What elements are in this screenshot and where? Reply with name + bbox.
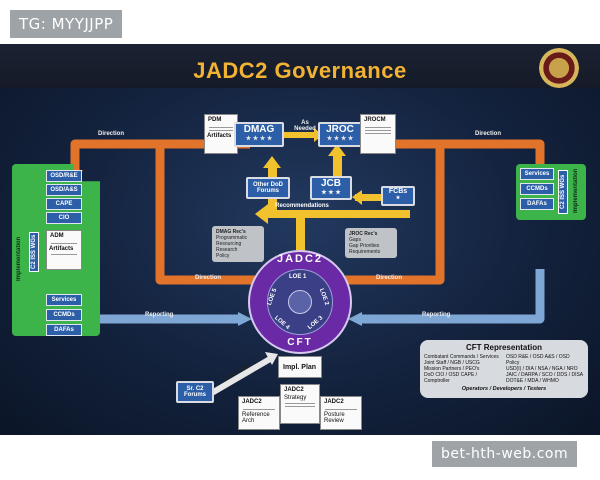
- cft-left-item: Mission Partners / PEO's: [424, 366, 480, 372]
- direction-arrow-right-bottom: [345, 144, 445, 285]
- direction-label-right-bottom: Direction: [376, 275, 403, 281]
- jrocm-document: JROCM: [360, 114, 396, 154]
- jroc-label: JROC: [326, 124, 354, 135]
- reporting-arrow-right: [360, 269, 545, 324]
- circle-top-label: JADC2: [276, 253, 324, 265]
- jroc-box[interactable]: JROC ★ ★ ★ ★: [318, 122, 362, 147]
- jcb-box[interactable]: JCB ★ ★ ★: [310, 176, 352, 200]
- left-org-cio[interactable]: CIO: [46, 212, 82, 224]
- reference-arch-head: JADC2: [242, 399, 262, 405]
- cft-left-item: Combatant Commands / Services: [424, 354, 499, 360]
- jroc-recs-title: JROC Rec's: [349, 231, 378, 237]
- reference-arch-document: JADC2 Reference Arch: [238, 396, 280, 430]
- pdm-document: PDM Artifacts: [204, 114, 238, 154]
- cft-title: CFT Representation: [465, 343, 542, 352]
- jroc-stars: ★ ★ ★ ★: [326, 136, 354, 142]
- jroc-rec-item: Requirements: [349, 249, 381, 255]
- loe-1-label: LOE 1: [289, 274, 307, 280]
- recommendations-label: Recommendations: [275, 203, 329, 209]
- loe-hub: [288, 290, 312, 314]
- cft-footer: Operators / Developers / Testers: [461, 386, 547, 392]
- other-dod-forums-box[interactable]: Other DoD Forums: [246, 177, 290, 199]
- direction-arrow-left-bottom: [155, 144, 255, 285]
- cft-right-item: JAIC / DARPA / SCO / DDS / DISA: [506, 372, 584, 378]
- adm-artifacts-label: Artifacts: [49, 246, 74, 252]
- left-wgs-label: C2 ISS WGs: [29, 232, 39, 272]
- pdm-artifacts-label: Artifacts: [207, 133, 232, 139]
- adm-document: ADM Artifacts: [46, 230, 82, 270]
- strategy-head: JADC2: [284, 387, 304, 393]
- adm-label: ADM: [50, 233, 64, 239]
- posture-review-head: JADC2: [324, 399, 344, 405]
- cft-right-item: OSD R&E / OSD A&S / OSD Policy: [506, 354, 570, 366]
- cft-representation-panel: CFT Representation Combatant Commands / …: [420, 340, 588, 398]
- right-wgs-label: C2 ISS WGs: [558, 170, 568, 214]
- fcbs-label: FCBs: [388, 188, 408, 195]
- impl-plan-label: Impl. Plan: [283, 364, 317, 371]
- jroc-rec-item: Gaps: [349, 237, 361, 243]
- left-services[interactable]: Services: [46, 294, 82, 306]
- impl-plan-document: Impl. Plan: [278, 356, 322, 378]
- reporting-label-left: Reporting: [145, 312, 174, 318]
- cft-left-item: Joint Staff / NGB / USCG: [424, 360, 480, 366]
- direction-arrow-left-top: [70, 139, 250, 172]
- left-org-cape[interactable]: CAPE: [46, 198, 82, 210]
- sr-c2-forums-box[interactable]: Sr. C2 Forums: [176, 381, 214, 403]
- title-band: [0, 44, 600, 88]
- jrocm-label: JROCM: [364, 117, 386, 123]
- jcb-stars: ★ ★ ★: [321, 190, 341, 196]
- dmag-recs-title: DMAG Rec's: [216, 229, 246, 235]
- reporting-label-right: Reporting: [422, 312, 451, 318]
- as-needed-label: As Needed: [294, 120, 316, 132]
- left-implementation-label: Implementation: [16, 236, 22, 282]
- dmag-rec-item: Policy: [216, 253, 230, 259]
- strategy-document: JADC2 Strategy: [280, 384, 320, 424]
- watermark-top-left: TG: MYYJJPP: [10, 10, 123, 38]
- strategy-label: Strategy: [284, 395, 307, 401]
- jroc-recs-box: JROC Rec's Gaps Gap Priorities Requireme…: [345, 228, 397, 258]
- right-services[interactable]: Services: [520, 168, 554, 180]
- other-dod-forums-label: Other DoD Forums: [253, 182, 283, 194]
- dmag-label: DMAG: [243, 124, 275, 135]
- jcb-label: JCB: [320, 178, 341, 189]
- jroc-rec-item: Gap Priorities: [349, 243, 380, 249]
- posture-review-label: Posture Review: [324, 412, 345, 424]
- sr-c2-forums-label: Sr. C2 Forums: [183, 386, 206, 398]
- direction-label-left-bottom: Direction: [195, 275, 222, 281]
- watermark-bottom-right: bet-hth-web.com: [432, 441, 578, 467]
- cft-left-item: DoD CIO / OSD CAPE / Comptroller: [424, 372, 478, 384]
- circle-bottom-label: CFT: [287, 337, 313, 348]
- cft-right-item: USD(I) / DIA / NSA / NGA / NRO: [506, 366, 578, 372]
- left-org-osd-re[interactable]: OSD/R&E: [46, 170, 82, 182]
- left-dafas[interactable]: DAFAs: [46, 324, 82, 336]
- cft-right-item: DOT&E / MDA / WHMO: [506, 378, 559, 384]
- left-org-osd-as[interactable]: OSD/A&S: [46, 184, 82, 196]
- dmag-recs-box: DMAG Rec's Programmatic Resourcing Resea…: [212, 226, 264, 262]
- left-ccmds[interactable]: CCMDs: [46, 309, 82, 321]
- page-title: JADC2 Governance: [193, 58, 407, 83]
- rec-arrow-vertical: [296, 214, 305, 254]
- posture-review-document: JADC2 Posture Review: [320, 396, 362, 430]
- dmag-rec-item: Research: [216, 247, 238, 253]
- right-implementation-label: Implementation: [573, 168, 579, 214]
- dmag-rec-item: Resourcing: [216, 241, 242, 247]
- reference-arch-label: Reference Arch: [242, 412, 270, 424]
- rec-arrow-horizontal: [260, 210, 410, 218]
- pdm-label: PDM: [208, 117, 222, 123]
- governance-slide: JADC2 Governance: [0, 44, 600, 435]
- right-ccmds[interactable]: CCMDs: [520, 183, 554, 195]
- direction-label-left-top: Direction: [98, 131, 125, 137]
- direction-label-right-top: Direction: [475, 131, 502, 137]
- dmag-stars: ★ ★ ★ ★: [245, 136, 273, 142]
- dmag-box[interactable]: DMAG ★ ★ ★ ★: [234, 122, 284, 147]
- informing-arrow: [208, 356, 272, 397]
- seal-icon: [539, 48, 579, 88]
- fcbs-box[interactable]: FCBs ★: [381, 186, 415, 206]
- right-dafas[interactable]: DAFAs: [520, 198, 554, 210]
- dmag-rec-item: Programmatic: [216, 235, 248, 241]
- fcbs-star: ★: [395, 195, 401, 201]
